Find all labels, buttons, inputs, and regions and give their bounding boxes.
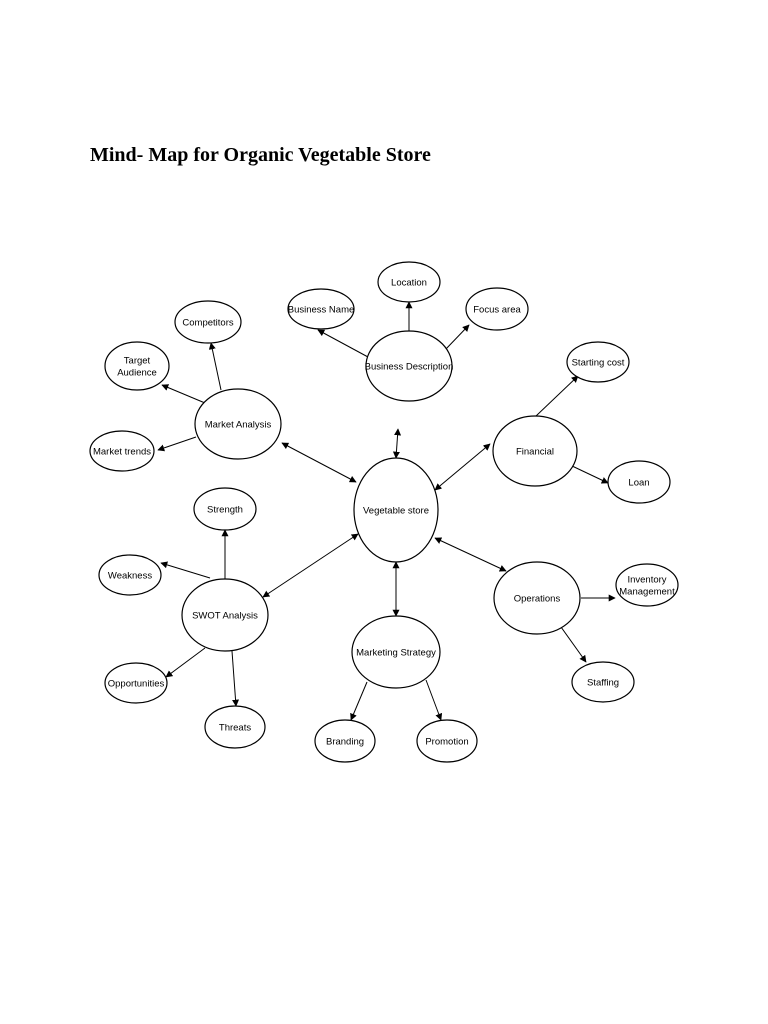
node-business-description: Business Description — [365, 330, 454, 402]
node-branding: Branding — [314, 719, 376, 763]
node-label: Marketing Strategy — [356, 648, 436, 659]
node-label: Operations — [514, 594, 561, 605]
node-market-trends: Market trends — [89, 430, 155, 472]
node-ellipse — [104, 662, 168, 704]
node-ellipse — [89, 430, 155, 472]
node-ellipse — [416, 719, 478, 763]
connector-arrow — [165, 647, 206, 678]
node-strength: Strength — [193, 487, 257, 531]
node-opportunities: Opportunities — [104, 662, 168, 704]
node-ellipse — [287, 288, 355, 330]
connector-lines — [157, 301, 616, 721]
node-ellipse — [615, 563, 679, 607]
connector-arrow — [535, 375, 579, 417]
node-ellipse — [98, 554, 162, 596]
node-ellipse — [181, 578, 269, 652]
node-weakness: Weakness — [98, 554, 162, 596]
node-label: Starting cost — [572, 358, 625, 369]
connector-arrow — [350, 681, 368, 721]
node-label: Weakness — [108, 571, 152, 582]
node-label: Market Analysis — [205, 420, 272, 431]
node-financial: Financial — [492, 415, 578, 487]
node-location: Location — [377, 261, 441, 303]
node-starting-cost: Starting cost — [566, 341, 630, 383]
node-label: Management — [619, 587, 675, 598]
node-staffing: Staffing — [571, 661, 635, 703]
node-label: SWOT Analysis — [192, 611, 258, 622]
connector-arrow — [281, 442, 357, 483]
node-ellipse — [351, 615, 441, 689]
node-vegetable-store: Vegetable store — [353, 457, 439, 563]
node-ellipse — [104, 341, 170, 391]
node-ellipse — [193, 487, 257, 531]
node-label: Inventory — [627, 575, 666, 586]
node-label: Loan — [628, 478, 649, 489]
node-ellipse — [566, 341, 630, 383]
node-ellipse — [377, 261, 441, 303]
node-label: Strength — [207, 505, 243, 516]
node-ellipse — [174, 300, 242, 344]
node-ellipse — [365, 330, 453, 402]
node-focus-area: Focus area — [465, 287, 529, 331]
node-operations: Operations — [493, 561, 581, 635]
node-label: Market trends — [93, 447, 151, 458]
node-swot-analysis: SWOT Analysis — [181, 578, 269, 652]
connector-arrow — [425, 679, 443, 721]
node-ellipse — [607, 460, 671, 504]
connector-arrow — [444, 324, 470, 351]
connector-arrow — [262, 533, 359, 598]
connector-arrow — [569, 464, 609, 484]
node-ellipse — [492, 415, 578, 487]
node-label: Location — [391, 278, 427, 289]
node-competitors: Competitors — [174, 300, 242, 344]
node-ellipse — [465, 287, 529, 331]
node-marketing-strategy: Marketing Strategy — [351, 615, 441, 689]
diagram-nodes: Vegetable store Business Description Locat… — [89, 261, 679, 763]
node-ellipse — [571, 661, 635, 703]
node-label: Promotion — [425, 737, 468, 748]
node-ellipse — [493, 561, 581, 635]
connector-arrow — [208, 342, 222, 391]
node-ellipse — [204, 705, 266, 749]
node-label: Focus area — [473, 305, 521, 316]
node-label: Target — [124, 356, 151, 367]
connector-arrow — [434, 537, 507, 572]
page-title: Mind- Map for Organic Vegetable Store — [90, 144, 431, 166]
connector-arrow — [160, 561, 211, 579]
node-label: Threats — [219, 723, 251, 734]
connector-arrow — [317, 329, 369, 358]
node-label: Financial — [516, 447, 554, 458]
node-label: Competitors — [182, 318, 233, 329]
node-loan: Loan — [607, 460, 671, 504]
node-label: Business Name — [288, 305, 355, 316]
node-ellipse — [194, 388, 282, 460]
node-label: Business Description — [365, 362, 454, 373]
node-ellipse — [353, 457, 439, 563]
node-ellipse — [314, 719, 376, 763]
node-market-analysis: Market Analysis — [194, 388, 282, 460]
node-promotion: Promotion — [416, 719, 478, 763]
node-label: Branding — [326, 737, 364, 748]
connector-arrow — [161, 384, 206, 404]
node-label: Vegetable store — [363, 506, 429, 517]
connector-arrow — [434, 443, 491, 491]
node-label: Staffing — [587, 678, 619, 689]
connector-arrow — [157, 436, 197, 452]
connector-arrow — [392, 428, 402, 459]
node-label: Audience — [117, 368, 157, 379]
node-business-name: Business Name — [287, 288, 355, 330]
node-label: Opportunities — [108, 679, 165, 690]
connector-arrow — [231, 650, 240, 707]
connector-arrow — [560, 626, 587, 663]
node-threats: Threats — [204, 705, 266, 749]
